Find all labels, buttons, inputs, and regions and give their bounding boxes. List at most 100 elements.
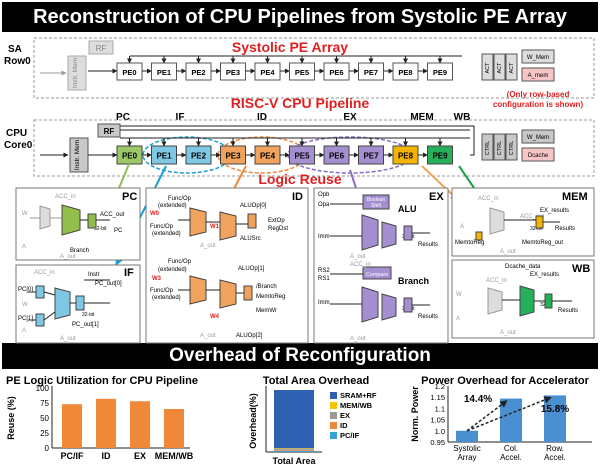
if-panel-title: IF <box>124 267 134 279</box>
legend-swatch <box>330 402 337 409</box>
side-block-label: W_Mem <box>527 135 549 141</box>
if-label: Instr <box>88 272 100 278</box>
legend-label: MEM/WB <box>340 401 373 410</box>
y-tick-label: 75 <box>40 399 49 408</box>
side-block-mem <box>521 129 555 144</box>
if-label: W <box>22 302 28 308</box>
id-label: MemWr <box>256 308 277 314</box>
wb-label: ACC_in <box>486 278 507 284</box>
pc-label: Branch <box>70 248 89 254</box>
y-tick-label: 25 <box>40 429 49 438</box>
sa-heading: Systolic PE Array <box>232 39 348 55</box>
side-block <box>505 53 518 81</box>
sa-pe-label: PE5 <box>295 68 309 77</box>
cpu-rf-label: RF <box>104 127 115 136</box>
id-label: (extended) <box>152 295 181 301</box>
id-panel-border <box>145 187 309 344</box>
id-label: W0 <box>150 211 160 217</box>
ex-label: Opa <box>318 202 330 208</box>
pc-detail-panel: PC ACC_in W ACC_out 32-bit PC Branch A A… <box>15 187 141 261</box>
y-tick-label: 0.95 <box>430 438 445 447</box>
x-tick-label: Row. <box>546 444 564 453</box>
side-block-mem <box>521 49 555 64</box>
id-label: Func/Op <box>150 288 174 294</box>
id-label: W1 <box>210 224 220 230</box>
y-tick-label: 0 <box>45 444 50 453</box>
pc-label: 32-bit <box>94 226 107 232</box>
side-block <box>505 133 518 161</box>
wb-label: A_out <box>500 330 516 336</box>
legend-label: ID <box>340 421 348 430</box>
sa-pe-label: PE2 <box>191 68 205 77</box>
side-block-label: CTRL <box>497 141 503 155</box>
legend-label: SRAM+RF <box>340 391 377 400</box>
side-block-label: W_Mem <box>527 55 549 61</box>
cpu-stage-label: EX <box>343 112 357 123</box>
id-label: (extended) <box>152 231 181 237</box>
stack-segment <box>274 450 314 452</box>
id-label: Func/Op <box>168 196 192 202</box>
cpu-row-border <box>33 119 595 177</box>
pc-mux <box>61 204 81 236</box>
ex-label: Opb <box>318 192 330 198</box>
sa-row-label-2: Row0 <box>4 56 31 67</box>
side-block-label: ACT <box>485 62 491 74</box>
if-label: ACC_in <box>34 270 55 276</box>
cpu-stage-label: WB <box>454 112 471 123</box>
annotation-label: 15.8% <box>541 404 569 415</box>
bar <box>96 398 116 448</box>
annotation-label: 14.4% <box>464 394 492 405</box>
x-tick-label: Total Area <box>272 456 316 466</box>
y-tick-label: 100 <box>36 384 50 393</box>
ex-panel-title: EX <box>429 191 444 203</box>
wb-label: Results <box>558 308 578 314</box>
stack-segment <box>274 449 314 451</box>
mem-panel-title: MEM <box>562 191 588 203</box>
side-block-mem <box>521 147 555 162</box>
main-title: Reconstruction of CPU Pipelines from Sys… <box>2 2 598 32</box>
side-block-label: A_mem <box>528 73 549 79</box>
pc-label: A_out <box>60 254 76 260</box>
pc-mux-gray <box>39 205 51 230</box>
sa-pe-label: PE9 <box>433 68 447 77</box>
pc-label: ACC_out <box>100 212 125 218</box>
mem-detail-panel: MEM ACC_in EX_results ACC_out 32-bit Res… <box>451 187 595 257</box>
sa-pe-label: PE3 <box>226 68 240 77</box>
cpu-stage-label: IF <box>176 112 185 123</box>
ex-label: ALU <box>398 204 417 214</box>
legend-swatch <box>330 392 337 399</box>
if-label: PC_out[0] <box>95 281 122 287</box>
id-label: A_out <box>200 333 216 339</box>
id-label: ALUOp[2] <box>236 333 263 339</box>
id-panel-title: ID <box>292 191 303 203</box>
bar <box>62 404 82 448</box>
wb-label: W <box>456 292 462 298</box>
stack-segment <box>274 448 314 450</box>
pc-register <box>87 213 97 229</box>
ex-alu-register <box>403 225 413 241</box>
x-tick-label: MEM/WB <box>155 451 194 461</box>
cpu-pe-label: PE4 <box>260 152 276 161</box>
ex-branch-register <box>403 297 413 313</box>
sa-note-2: configuration is shown) <box>493 100 584 109</box>
legend-swatch <box>330 422 337 429</box>
y-tick-label: 1.0 <box>435 427 445 436</box>
id-mux-top <box>189 207 207 237</box>
id-mux-bottom <box>189 275 207 305</box>
cpu-pe-label: PE6 <box>329 152 345 161</box>
sa-row-border <box>33 37 595 99</box>
if-label: PC_out[1] <box>72 322 99 328</box>
sa-rf-box <box>88 40 114 55</box>
side-block <box>493 133 506 161</box>
id-label: (extended) <box>158 203 187 209</box>
wb-register <box>544 293 553 309</box>
mem-label: A_out <box>500 249 516 255</box>
cpu-row-label-2: Core0 <box>4 140 33 151</box>
overhead-title: Overhead of Reconfiguration <box>2 343 598 369</box>
x-tick-label: Accel. <box>544 453 566 462</box>
id-label: /Branch <box>256 284 277 290</box>
